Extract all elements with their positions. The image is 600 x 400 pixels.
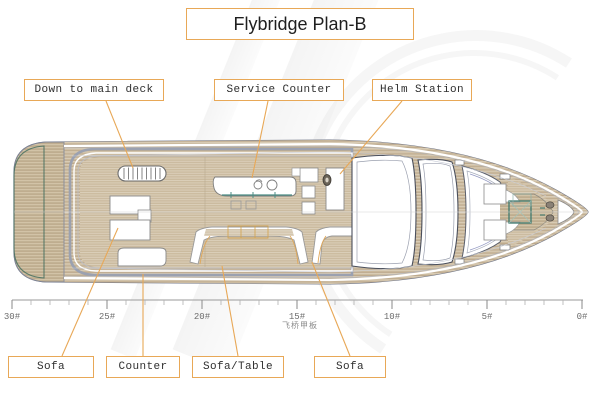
- callout-down-to-main-deck: Down to main deck: [24, 79, 164, 101]
- helm-console: [291, 167, 345, 215]
- ruler-label: 10#: [383, 312, 401, 322]
- ruler-label: 30#: [3, 312, 21, 322]
- flybridge-deck-plan: [0, 132, 600, 292]
- ruler-label: 0#: [576, 312, 588, 322]
- callout-helm-station: Helm Station: [372, 79, 472, 101]
- callout-sofa-aft: Sofa: [8, 356, 94, 378]
- aft-sofa-block: [109, 219, 151, 241]
- callout-sofa-table: Sofa/Table: [192, 356, 284, 378]
- callout-sofa-fwd: Sofa: [314, 356, 386, 378]
- aft-counter-block: [109, 195, 152, 223]
- ruler-label: 15#: [288, 312, 306, 322]
- page-title: Flybridge Plan-B: [186, 8, 414, 40]
- callout-counter: Counter: [106, 356, 180, 378]
- ruler-label: 20#: [193, 312, 211, 322]
- sofa-table-group: [189, 225, 309, 265]
- service-counter-bar: [212, 176, 297, 210]
- deck-caption: 飞桥甲板: [282, 321, 318, 330]
- stairwell-opening: [117, 165, 167, 182]
- aft-transverse-sofa: [117, 247, 167, 267]
- forward-sofa: [311, 226, 353, 265]
- ruler-label: 5#: [481, 312, 493, 322]
- callout-service-counter: Service Counter: [214, 79, 344, 101]
